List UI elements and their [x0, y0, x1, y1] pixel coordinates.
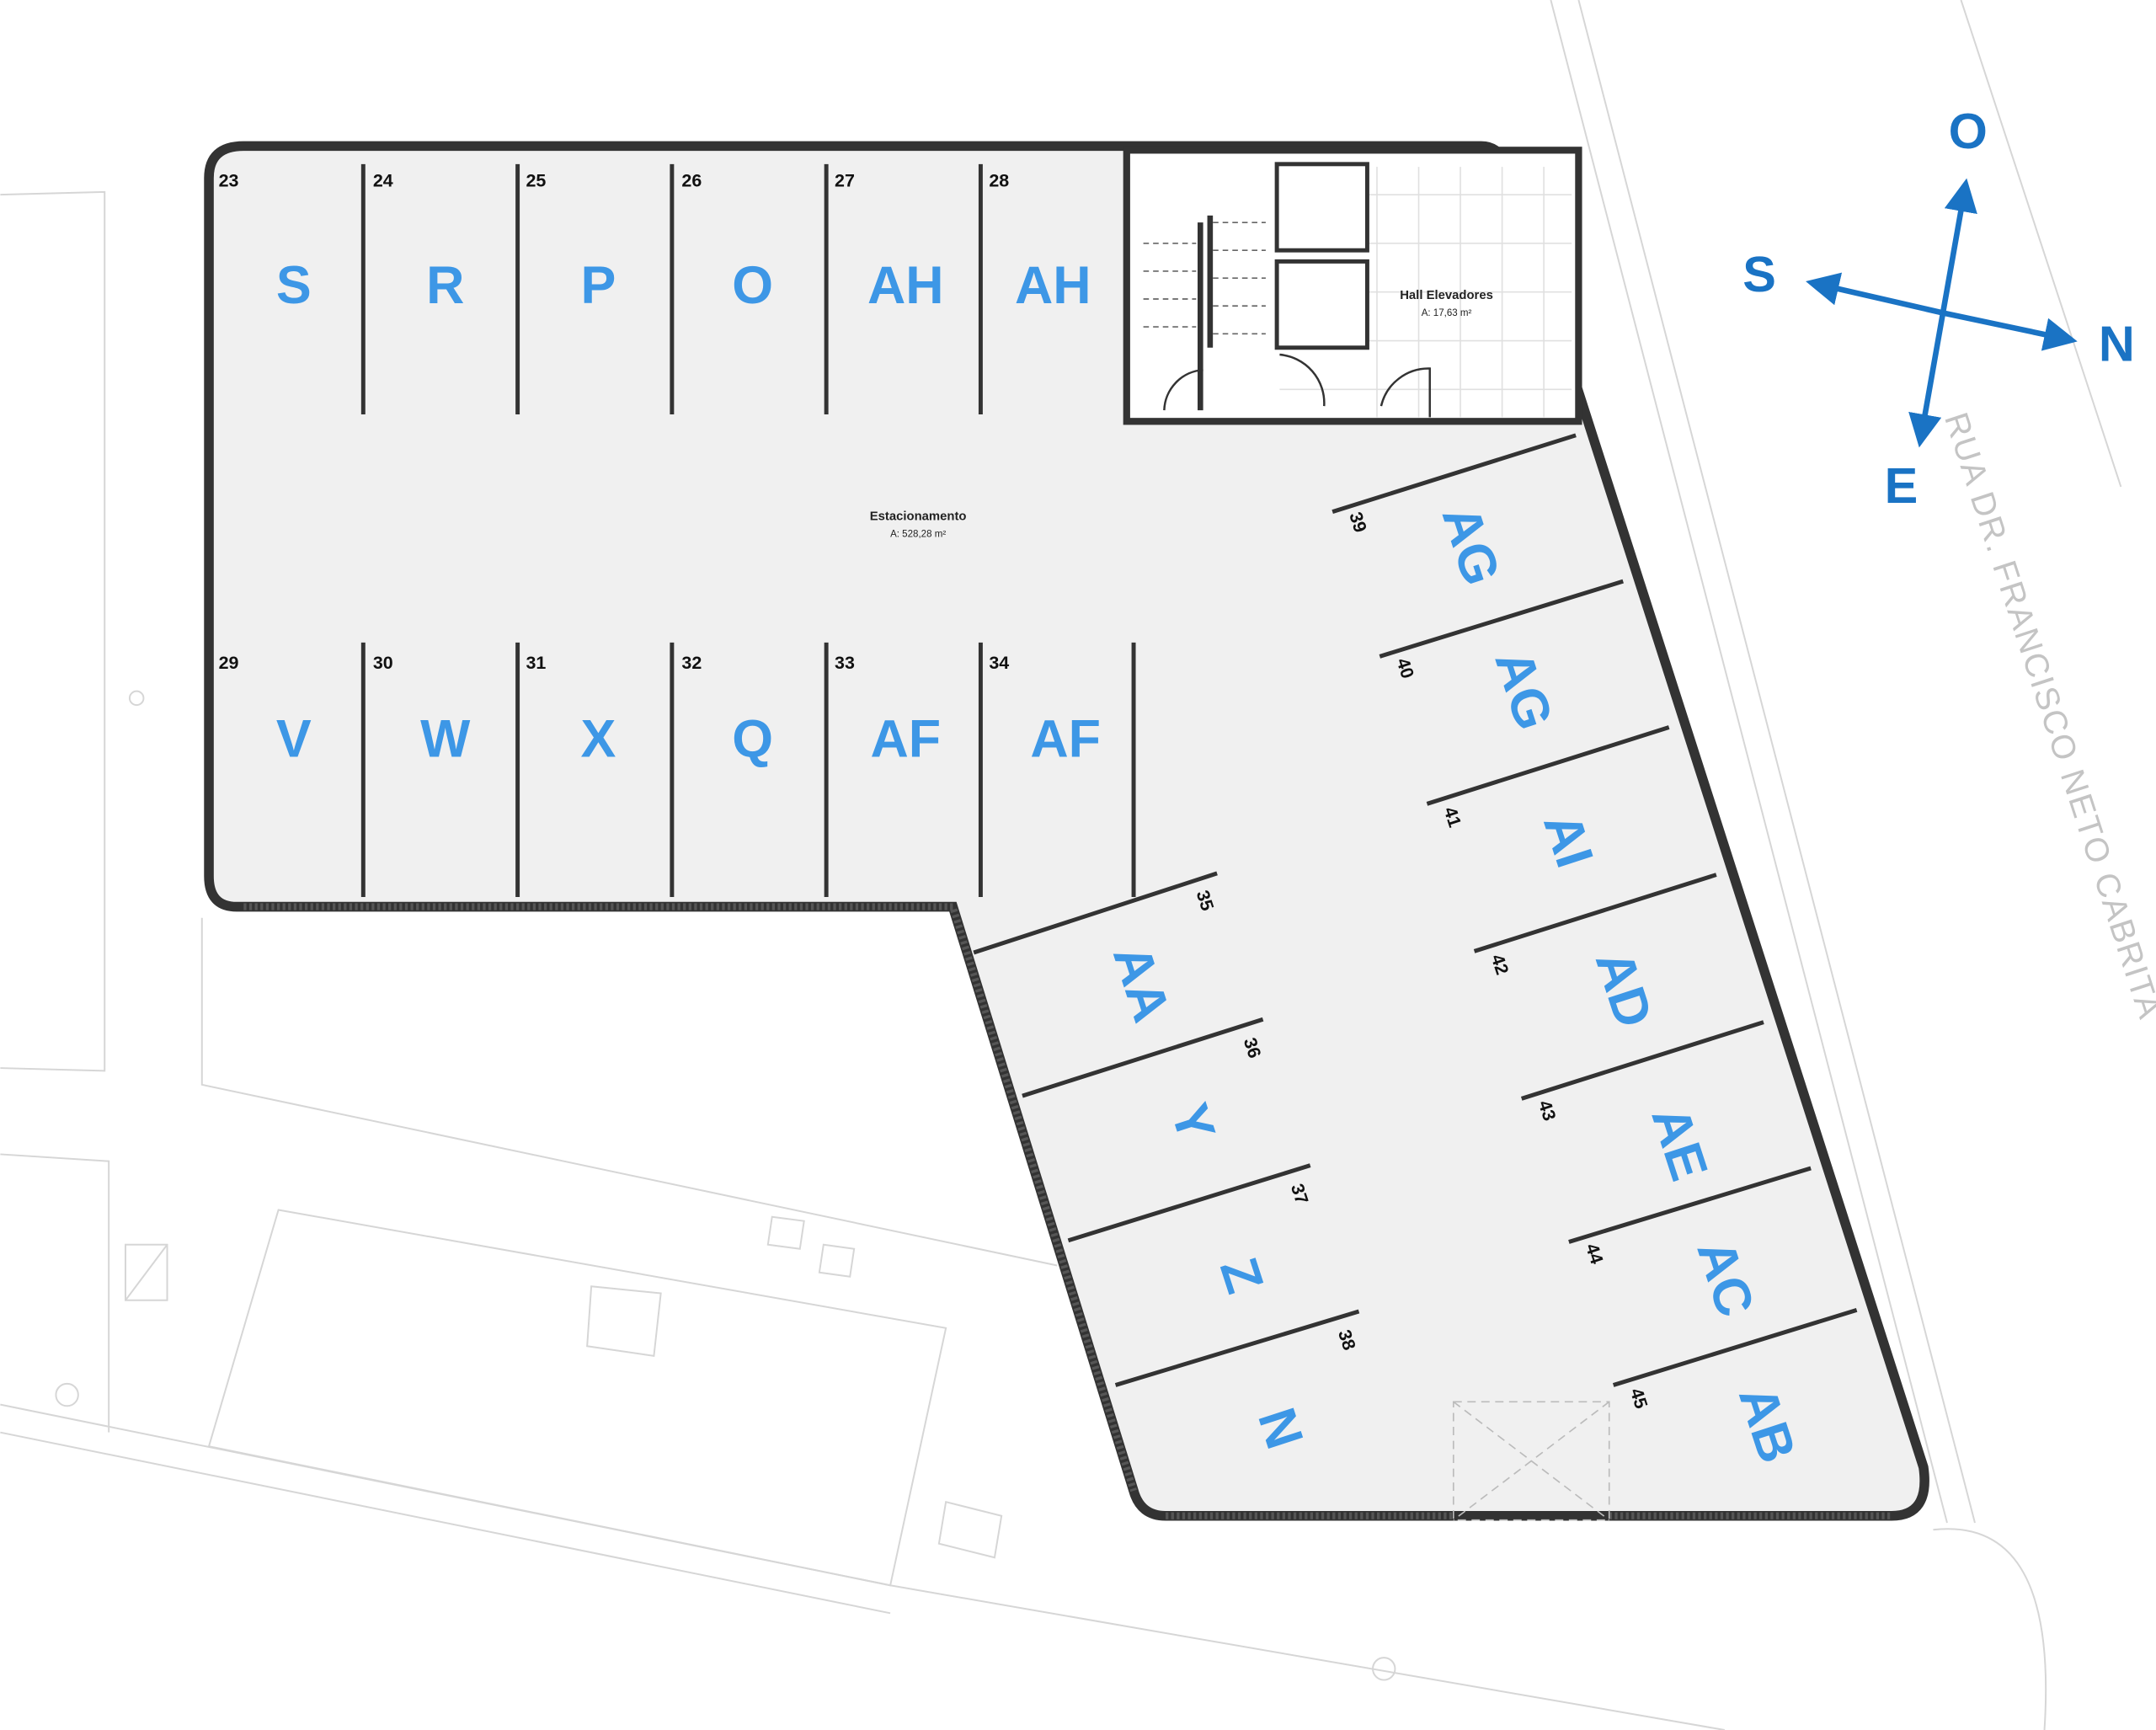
- parking-area: A: 528,28 m²: [890, 529, 946, 539]
- compass-arrows-icon: [1806, 178, 2078, 448]
- space-dividers: [360, 163, 1858, 1387]
- space-number: 33: [835, 653, 855, 673]
- space-label: O: [732, 256, 773, 315]
- ramp-opening: [1452, 1401, 1610, 1521]
- compass-east: E: [1885, 457, 1919, 514]
- space-label: W: [420, 709, 471, 768]
- space-label: AF: [870, 709, 941, 768]
- space-number: 32: [681, 653, 702, 673]
- space-label: P: [580, 256, 616, 315]
- compass-south: S: [1742, 246, 1776, 302]
- space-number: 28: [989, 170, 1009, 190]
- space-number: 24: [373, 170, 393, 190]
- parking-name: Estacionamento: [870, 510, 967, 524]
- space-number: 26: [681, 170, 702, 190]
- space-label: S: [276, 256, 312, 315]
- space-number: 25: [526, 170, 547, 190]
- space-number: 30: [373, 653, 393, 673]
- perforated-wall: [243, 903, 1137, 1492]
- space-label: AH: [867, 256, 944, 315]
- compass-north: N: [2099, 315, 2135, 371]
- space-label: R: [426, 256, 464, 315]
- space-number: 34: [989, 653, 1009, 673]
- street-name: RUA DR. FRANCISCO NETO CABRITA: [1937, 408, 2156, 1024]
- hall-area: A: 17,63 m²: [1422, 308, 1472, 318]
- vertical-core: Hall Elevadores A: 17,63 m²: [1123, 147, 1582, 425]
- space-number: 27: [835, 170, 855, 190]
- space-label: AH: [1015, 256, 1091, 315]
- space-label: V: [276, 709, 312, 768]
- compass-west: O: [1949, 103, 1988, 159]
- hall-name: Hall Elevadores: [1400, 289, 1493, 302]
- space-number: 23: [219, 170, 239, 190]
- space-label: Q: [732, 709, 773, 768]
- space-number: 31: [526, 653, 547, 673]
- building-outline: [204, 141, 1929, 1521]
- space-label: AF: [1030, 709, 1101, 768]
- space-number: 29: [219, 653, 239, 673]
- compass: O S N E: [1742, 103, 2135, 514]
- space-label: X: [580, 709, 616, 768]
